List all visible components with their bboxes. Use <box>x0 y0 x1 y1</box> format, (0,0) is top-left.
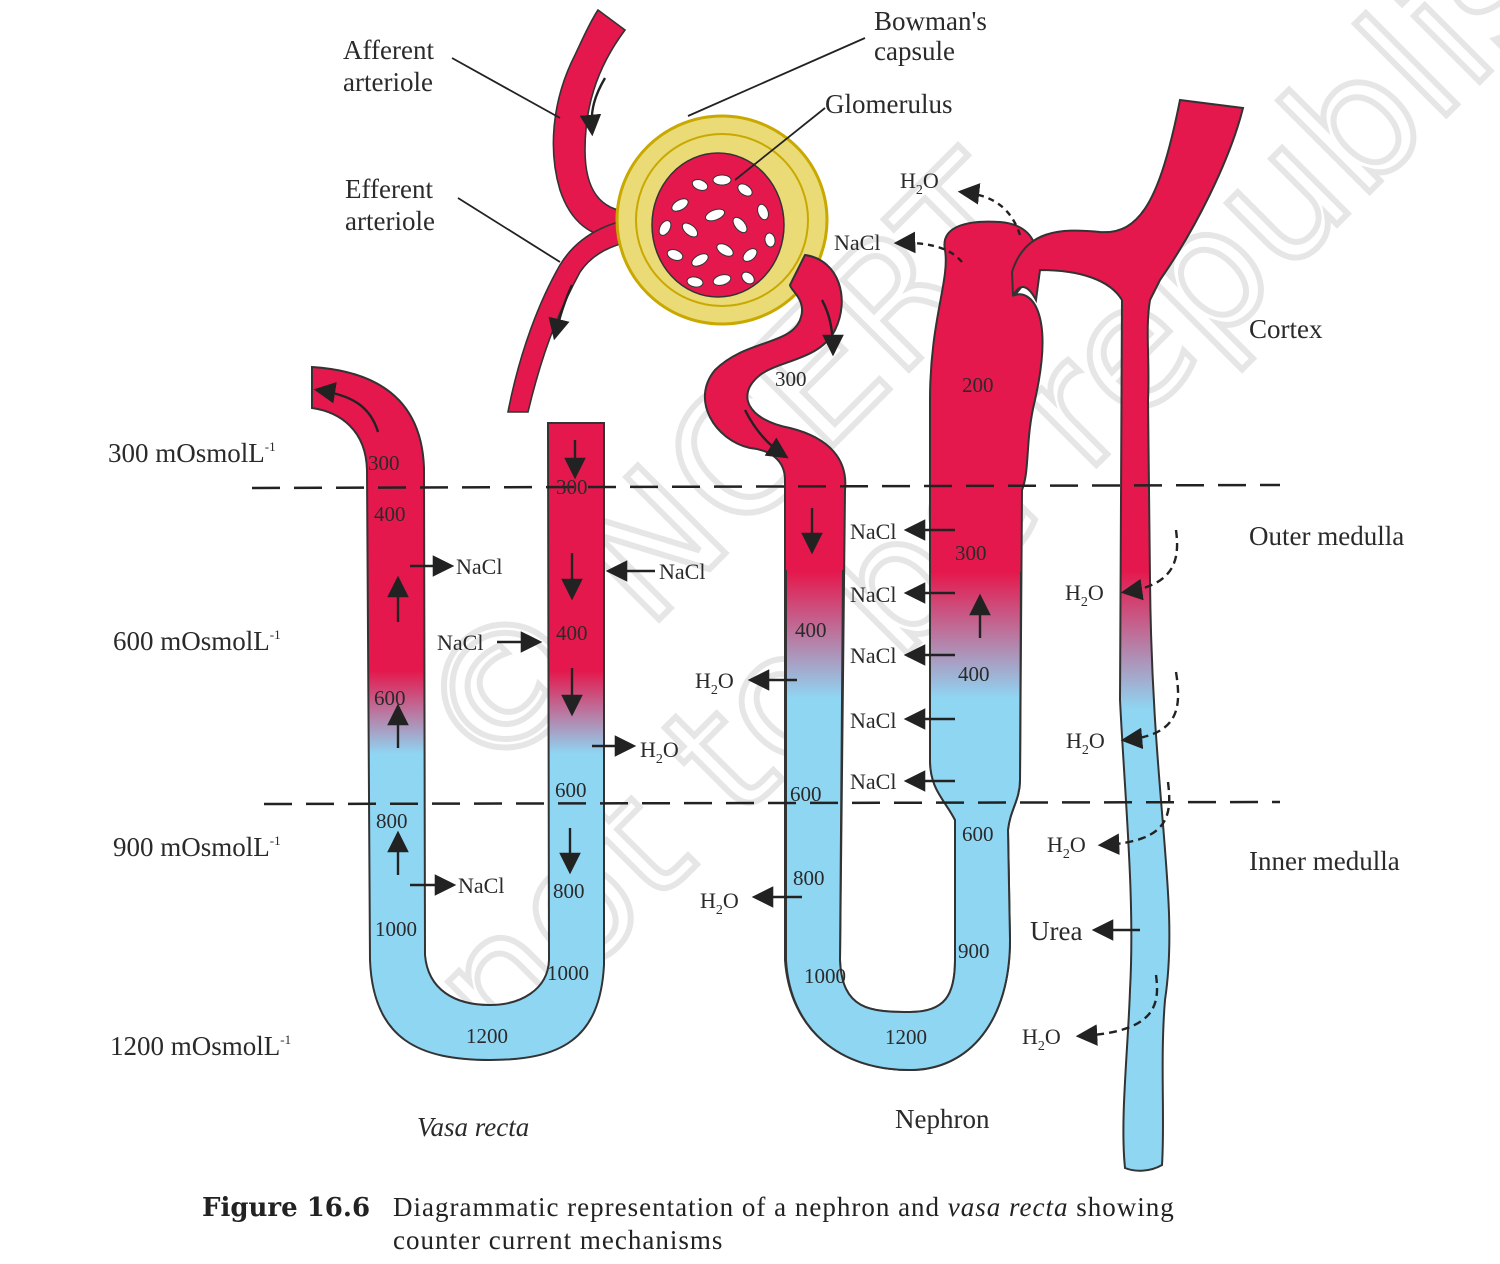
collecting-duct <box>1010 98 1245 1172</box>
nephron-dct-200: 200 <box>962 373 994 397</box>
duct-water-2: H2O <box>1066 728 1105 758</box>
asc-nacl-1: NaCl <box>850 519 896 544</box>
duct-urea: Urea <box>1030 916 1082 946</box>
flow-arrows <box>313 77 1180 1046</box>
osmolarity-900: 900 mOsmolL-1 <box>113 832 281 862</box>
vasa-desc-300: 300 <box>556 475 588 499</box>
vasa-recta-ascending-limb <box>311 365 605 1062</box>
vasa-desc-800: 800 <box>553 879 585 903</box>
vasa-nacl-out-2: NaCl <box>458 873 504 898</box>
desc-water-1: H2O <box>695 668 734 698</box>
vasa-nacl-in-desc: NaCl <box>659 559 705 584</box>
vasa-asc-1000: 1000 <box>375 917 417 941</box>
osmolarity-1200: 1200 mOsmolL-1 <box>110 1031 291 1061</box>
afferent-label-line-2: arteriole <box>343 67 433 97</box>
vasa-asc-600: 600 <box>374 686 406 710</box>
efferent-leader <box>457 197 561 263</box>
vasa-asc-400: 400 <box>374 502 406 526</box>
tube-values: 300 400 600 800 1000 300 400 600 800 100… <box>368 367 994 1049</box>
region-outer-medulla: Outer medulla <box>1249 521 1404 551</box>
nephron-desc-600: 600 <box>790 782 822 806</box>
asc-nacl-2: NaCl <box>850 582 896 607</box>
cortex-medulla-boundary <box>251 483 1281 490</box>
nephron-asc-600: 600 <box>962 822 994 846</box>
region-inner-medulla: Inner medulla <box>1249 846 1400 876</box>
nephron-label: Nephron <box>895 1104 990 1134</box>
bowman-leader <box>687 37 866 117</box>
asc-nacl-4: NaCl <box>850 708 896 733</box>
dct-water: H2O <box>900 168 939 198</box>
desc-water-2: H2O <box>700 888 739 918</box>
asc-nacl-5: NaCl <box>850 769 896 794</box>
caption-figure-label: Figure 16.6 <box>202 1193 370 1223</box>
afferent-label-line-1: Afferent <box>343 35 434 65</box>
exchange-labels: NaCl NaCl NaCl H2O NaCl H2O NaCl NaCl Na… <box>410 168 1140 1054</box>
glomerulus-leader <box>734 107 826 181</box>
bowman-label-line-2: capsule <box>874 36 955 66</box>
vasa-nacl-cross: NaCl <box>437 630 483 655</box>
outer-inner-medulla-boundary <box>263 800 1281 806</box>
duct-water-4: H2O <box>1022 1024 1061 1054</box>
dct-nacl: NaCl <box>834 230 880 255</box>
vasa-nacl-out-1: NaCl <box>456 554 502 579</box>
osmolarity-300: 300 mOsmolL-1 <box>108 438 276 468</box>
figure-caption: Figure 16.6 Diagrammatic representation … <box>202 1192 1175 1255</box>
nephron-pct-300: 300 <box>775 367 807 391</box>
vasa-asc-800: 800 <box>376 809 408 833</box>
nephron-bottom-1200: 1200 <box>885 1025 927 1049</box>
efferent-label-line-2: arteriole <box>345 206 435 236</box>
nephron-asc-400: 400 <box>958 662 990 686</box>
nephron-desc-400: 400 <box>795 618 827 642</box>
vasa-desc-600: 600 <box>555 778 587 802</box>
vasa-asc-300: 300 <box>368 451 400 475</box>
asc-nacl-3: NaCl <box>850 643 896 668</box>
osmolarity-600: 600 mOsmolL-1 <box>113 626 281 656</box>
duct-water-3: H2O <box>1047 832 1086 862</box>
efferent-label-line-1: Efferent <box>345 174 433 204</box>
vasa-water-out: H2O <box>640 737 679 767</box>
vasa-desc-400: 400 <box>556 621 588 645</box>
region-cortex: Cortex <box>1249 314 1323 344</box>
vasa-desc-1000: 1000 <box>547 961 589 985</box>
nephron-desc-1000: 1000 <box>804 964 846 988</box>
nephron-asc-300: 300 <box>955 541 987 565</box>
vasa-bottom-1200: 1200 <box>466 1024 508 1048</box>
nephron-asc-900: 900 <box>958 939 990 963</box>
glomerulus-label: Glomerulus <box>825 89 953 119</box>
afferent-leader <box>451 57 561 119</box>
loop-of-henle <box>786 570 1021 1070</box>
glomerulus <box>651 152 785 298</box>
nephron-desc-800: 800 <box>793 866 825 890</box>
caption-line-2: counter current mechanisms <box>393 1225 723 1255</box>
vasa-recta-label: Vasa recta <box>417 1112 529 1142</box>
osmolarity-scale: 300 mOsmolL-1 600 mOsmolL-1 900 mOsmolL-… <box>108 438 291 1061</box>
nephron <box>507 8 1245 1172</box>
caption-line-1: Diagrammatic representation of a nephron… <box>393 1192 1175 1222</box>
vasa-recta <box>311 365 605 1062</box>
duct-water-1: H2O <box>1065 580 1104 610</box>
bowman-label-line-1: Bowman's <box>874 6 987 36</box>
